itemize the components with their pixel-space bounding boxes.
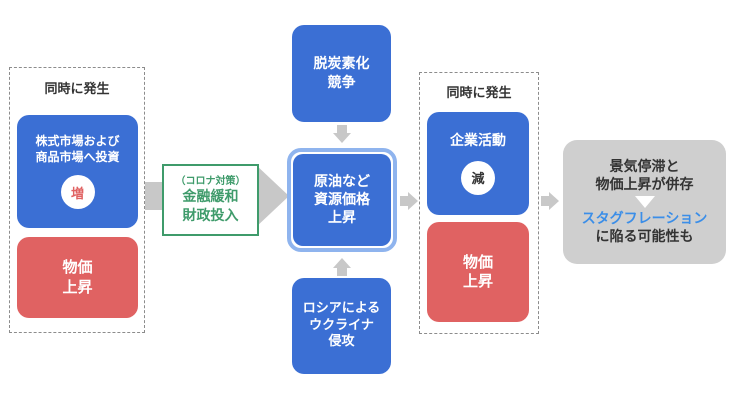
stagflation-result-box: 景気停滞と 物価上昇が併存 スタグフレーション に陥る可能性も bbox=[563, 140, 726, 264]
left-price-line2: 上昇 bbox=[62, 277, 93, 296]
invasion-line1: ロシアによる bbox=[302, 300, 381, 316]
invasion-line2: ウクライナ bbox=[309, 317, 374, 333]
russia-invasion-box: ロシアによる ウクライナ 侵攻 bbox=[292, 278, 391, 374]
increase-badge: 増 bbox=[60, 175, 95, 210]
resource-line3: 上昇 bbox=[328, 210, 356, 227]
stagflation-term: スタグフレーション bbox=[581, 211, 708, 227]
invasion-line3: 侵攻 bbox=[328, 334, 355, 350]
policy-box: （コロナ対策） 金融緩和 財政投入 bbox=[162, 164, 259, 236]
investment-line1: 株式市場および bbox=[35, 133, 120, 148]
investment-line2: 商品市場へ投資 bbox=[35, 149, 120, 164]
policy-line1: （コロナ対策） bbox=[175, 176, 246, 188]
arrow-right-result-icon bbox=[541, 192, 559, 210]
decarbonization-line2: 競争 bbox=[327, 74, 356, 91]
business-line1: 企業活動 bbox=[450, 133, 506, 150]
left-price-line1: 物価 bbox=[62, 258, 93, 276]
right-price-line2: 上昇 bbox=[462, 272, 493, 290]
increase-badge-text: 増 bbox=[70, 186, 84, 202]
center-box-frame bbox=[287, 148, 397, 252]
result-line2: 物価上昇が併存 bbox=[595, 176, 694, 193]
resource-line1: 原油など bbox=[314, 173, 370, 190]
right-price-line1: 物価 bbox=[462, 252, 493, 271]
left-group-label: 同時に発生 bbox=[44, 82, 110, 97]
right-price-rise-box: 物価 上昇 bbox=[427, 222, 529, 322]
arrow-down-icon bbox=[333, 125, 351, 143]
decrease-badge-text: 減 bbox=[471, 172, 485, 188]
resource-line2: 資源価格 bbox=[314, 191, 370, 208]
policy-line3: 財政投入 bbox=[182, 207, 239, 224]
decarbonization-box: 脱炭素化 競争 bbox=[292, 25, 391, 122]
resource-price-box: 原油など 資源価格 上昇 bbox=[293, 154, 391, 246]
decrease-badge: 減 bbox=[461, 160, 495, 195]
result-line1: 景気停滞と bbox=[609, 158, 680, 175]
left-price-rise-box: 物価 上昇 bbox=[17, 237, 138, 318]
investment-box: 株式市場および 商品市場へ投資 増 bbox=[17, 115, 138, 228]
triangle-down-icon bbox=[634, 196, 655, 208]
arrow-right-icon bbox=[400, 192, 418, 210]
arrow-up-icon bbox=[333, 258, 351, 276]
right-group-label: 同時に発生 bbox=[446, 86, 512, 101]
policy-line2: 金融緩和 bbox=[182, 189, 239, 206]
result-line4: に陥る可能性も bbox=[595, 229, 694, 246]
decarbonization-line1: 脱炭素化 bbox=[313, 56, 370, 73]
business-activity-box: 企業活動 減 bbox=[427, 112, 529, 215]
